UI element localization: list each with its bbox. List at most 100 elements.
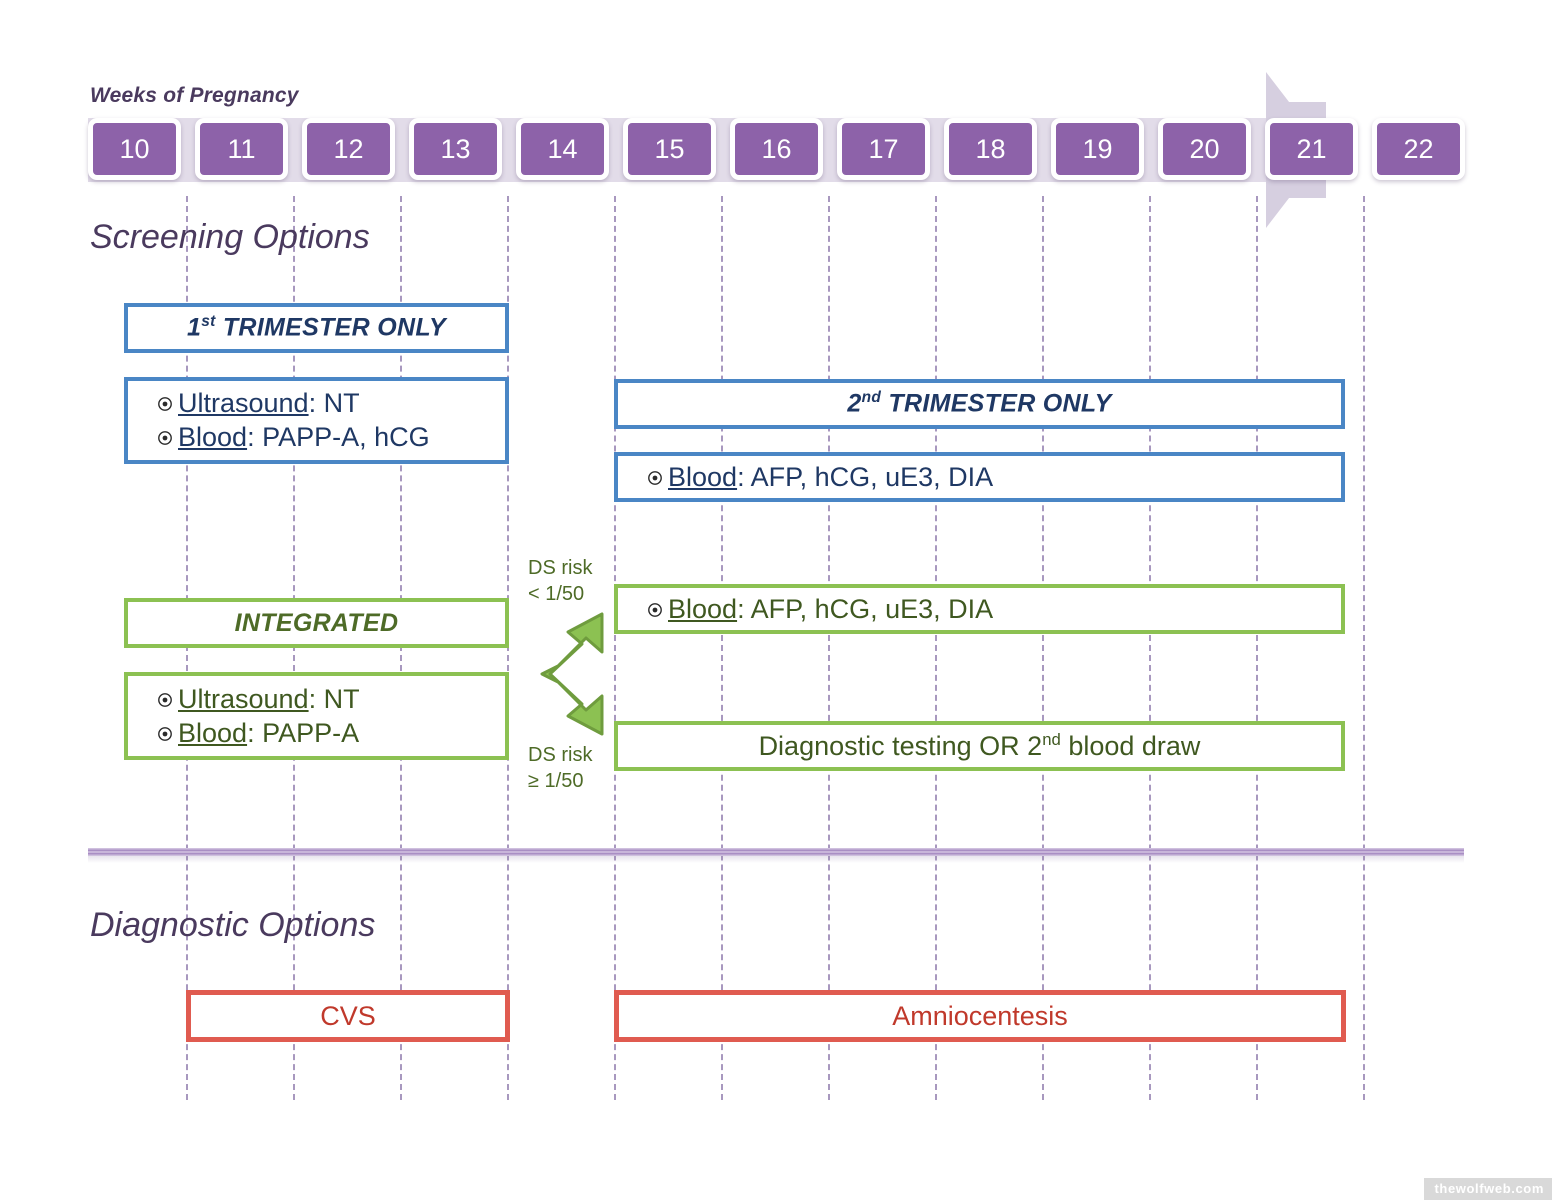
gridline: [1149, 196, 1151, 1100]
week-number: 10: [119, 133, 150, 164]
risk-low-line2: < 1/50: [528, 582, 585, 605]
screening-options-heading: Screening Options: [90, 218, 370, 256]
gridline: [293, 196, 295, 1100]
second-trimester-list: Blood: AFP, hCG, uE3, DIA: [618, 459, 1341, 496]
first-trimester-item: Ultrasound: NT: [152, 388, 505, 419]
week-box-10[interactable]: 10: [88, 118, 181, 180]
week-box-11[interactable]: 11: [195, 118, 288, 180]
week-number: 12: [333, 133, 364, 164]
integrated-low-risk-box[interactable]: Blood: AFP, hCG, uE3, DIA: [614, 584, 1345, 634]
week-box-15[interactable]: 15: [623, 118, 716, 180]
first-trimester-item: Blood: PAPP-A, hCG: [152, 422, 505, 453]
week-box-12[interactable]: 12: [302, 118, 395, 180]
gridline: [1256, 196, 1258, 1100]
second-trimester-content-box[interactable]: Blood: AFP, hCG, uE3, DIA: [614, 452, 1345, 502]
gridline: [186, 196, 188, 1100]
week-number: 16: [761, 133, 792, 164]
gridline: [828, 196, 830, 1100]
week-number: 18: [975, 133, 1006, 164]
low-risk-text: Blood: AFP, hCG, uE3, DIA: [668, 594, 993, 625]
integrated-label: Ultrasound: [178, 683, 309, 714]
week-box-22[interactable]: 22: [1372, 118, 1465, 180]
low-risk-label: Blood: [668, 593, 738, 624]
amniocentesis-box[interactable]: Amniocentesis: [614, 990, 1346, 1042]
week-number: 14: [547, 133, 578, 164]
week-number: 22: [1403, 133, 1434, 164]
integrated-title-box[interactable]: INTEGRATED: [124, 598, 509, 648]
timeline-label: Weeks of Pregnancy: [90, 84, 299, 107]
circled-dot-bullet-icon: [642, 470, 668, 486]
gridline: [507, 196, 509, 1100]
week-number: 20: [1189, 133, 1220, 164]
week-number: 17: [868, 133, 899, 164]
week-number: 19: [1082, 133, 1113, 164]
first-trimester-label: Ultrasound: [178, 388, 309, 418]
integrated-item: Ultrasound: NT: [152, 684, 505, 715]
circled-dot-bullet-icon: [152, 430, 178, 446]
week-number: 21: [1296, 133, 1327, 164]
risk-high-line1: DS risk: [528, 744, 593, 766]
split-arrow-icon: [524, 608, 610, 745]
week-number: 11: [227, 133, 256, 164]
circled-dot-bullet-icon: [642, 602, 668, 618]
cvs-box[interactable]: CVS: [186, 990, 510, 1042]
first-trimester-text: Blood: PAPP-A, hCG: [178, 422, 430, 453]
first-trimester-label: Blood: [178, 422, 248, 452]
risk-label-high: DS risk ≥ 1/50: [528, 743, 592, 794]
risk-low-line1: DS risk: [528, 557, 593, 579]
integrated-low-risk-list: Blood: AFP, hCG, uE3, DIA: [618, 591, 1341, 628]
week-box-20[interactable]: 20: [1158, 118, 1251, 180]
second-trimester-item: Blood: AFP, hCG, uE3, DIA: [642, 462, 1341, 493]
gridline: [721, 196, 723, 1100]
gridline: [1363, 196, 1365, 1100]
second-trimester-title: 2nd TRIMESTER ONLY: [847, 389, 1112, 418]
integrated-value: : NT: [308, 683, 360, 714]
integrated-text: Ultrasound: NT: [178, 684, 360, 715]
circled-dot-bullet-icon: [152, 726, 178, 742]
gridline: [935, 196, 937, 1100]
integrated-high-risk-text: Diagnostic testing OR 2nd blood draw: [758, 730, 1201, 761]
gridline: [400, 196, 402, 1100]
integrated-text: Blood: PAPP-A: [178, 718, 359, 749]
first-trimester-value: : PAPP-A, hCG: [247, 422, 430, 452]
second-trimester-title-box[interactable]: 2nd TRIMESTER ONLY: [614, 379, 1345, 429]
low-risk-item: Blood: AFP, hCG, uE3, DIA: [642, 594, 1341, 625]
section-divider-shadow: [88, 856, 1464, 863]
week-number: 13: [440, 133, 471, 164]
risk-high-line2: ≥ 1/50: [528, 769, 584, 792]
first-trimester-title: 1st TRIMESTER ONLY: [186, 313, 447, 342]
watermark: thewolfweb.com: [1424, 1178, 1552, 1200]
risk-label-low: DS risk < 1/50: [528, 556, 592, 607]
week-box-17[interactable]: 17: [837, 118, 930, 180]
section-divider: [88, 848, 1464, 856]
diagnostic-options-heading: Diagnostic Options: [90, 906, 376, 944]
integrated-value: : PAPP-A: [247, 717, 360, 748]
gridline: [1042, 196, 1044, 1100]
circled-dot-bullet-icon: [152, 396, 178, 412]
second-trimester-label: Blood: [668, 461, 738, 492]
week-box-13[interactable]: 13: [409, 118, 502, 180]
integrated-item: Blood: PAPP-A: [152, 718, 505, 749]
integrated-label: Blood: [178, 717, 248, 748]
integrated-title: INTEGRATED: [234, 608, 399, 637]
week-box-18[interactable]: 18: [944, 118, 1037, 180]
cvs-label: CVS: [320, 1000, 376, 1031]
second-trimester-text: Blood: AFP, hCG, uE3, DIA: [668, 462, 993, 493]
first-trimester-value: : NT: [308, 388, 360, 418]
first-trimester-text: Ultrasound: NT: [178, 388, 360, 419]
gridline: [614, 196, 616, 1100]
week-number: 15: [654, 133, 685, 164]
circled-dot-bullet-icon: [152, 692, 178, 708]
week-box-19[interactable]: 19: [1051, 118, 1144, 180]
week-box-16[interactable]: 16: [730, 118, 823, 180]
week-box-14[interactable]: 14: [516, 118, 609, 180]
integrated-high-risk-box[interactable]: Diagnostic testing OR 2nd blood draw: [614, 721, 1345, 771]
first-trimester-title-box[interactable]: 1st TRIMESTER ONLY: [124, 303, 509, 353]
week-box-21[interactable]: 21: [1265, 118, 1358, 180]
second-trimester-value: : AFP, hCG, uE3, DIA: [737, 461, 994, 492]
